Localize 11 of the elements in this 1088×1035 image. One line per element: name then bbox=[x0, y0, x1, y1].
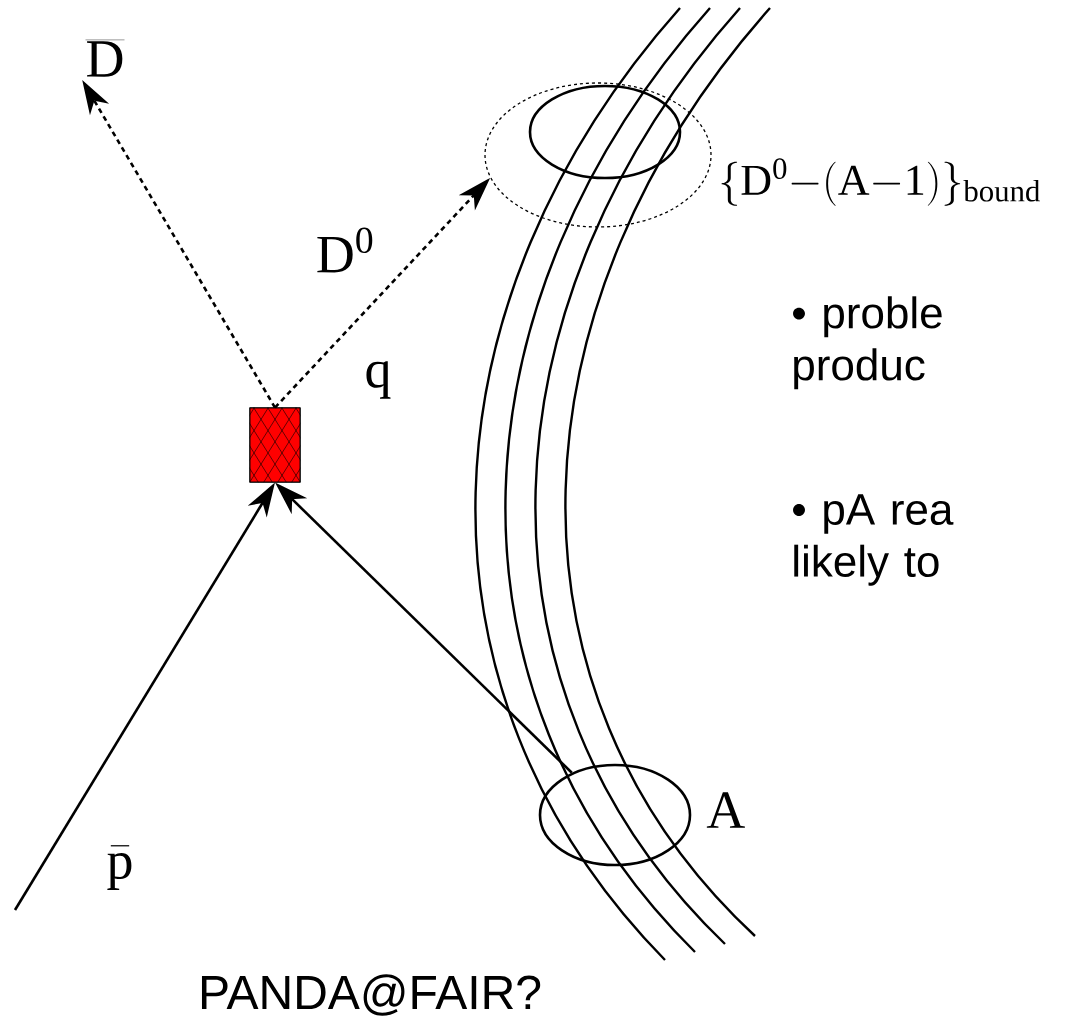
nucleus-label: A bbox=[706, 792, 745, 828]
particle-label: $\overline{\mathrm{D}}$ bbox=[85, 39, 125, 77]
vertex-box bbox=[249, 407, 301, 483]
momentum-label: q bbox=[366, 361, 391, 399]
bullet-text: • pA rea likely to bbox=[793, 494, 954, 586]
bullet-text: • proble produc bbox=[793, 296, 942, 390]
edge-label: $\bar{\mathrm{p}}$ bbox=[105, 845, 135, 891]
edge-label: $\mathrm{D}^{\mathrm{0}}$ bbox=[314, 226, 376, 274]
caption-text: PANDA@FAIR? bbox=[202, 974, 541, 1016]
bound-state-label: $\{\mathrm{D}^{\mathrm{0}}{-}(\mathrm{A}{-}\mathrm{1})\}_{\mathrm{bound}}$ bbox=[721, 158, 1040, 206]
ellipse bbox=[528, 84, 682, 180]
